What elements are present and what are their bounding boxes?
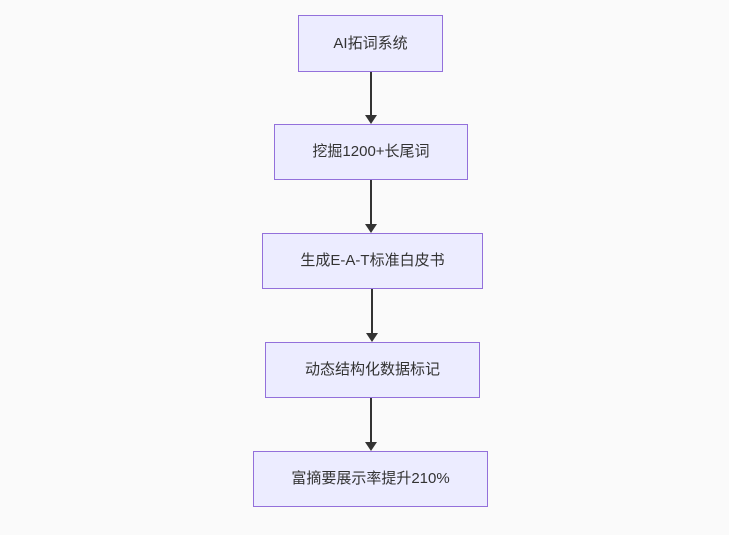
arrow-line xyxy=(370,180,372,225)
arrow-line xyxy=(371,289,373,334)
arrow-line xyxy=(370,72,372,116)
flowchart-node-2: 挖掘1200+长尾词 xyxy=(274,124,468,180)
node-label: AI拓词系统 xyxy=(333,34,408,52)
node-label: 富摘要展示率提升210% xyxy=(291,470,450,487)
node-label: 动态结构化数据标记 xyxy=(304,361,440,378)
arrow-head-icon xyxy=(366,333,378,342)
flowchart-node-3: 生成E-A-T标准白皮书 xyxy=(262,233,483,289)
arrow-line xyxy=(370,398,372,443)
arrow-head-icon xyxy=(365,115,377,124)
flowchart-node-4: 动态结构化数据标记 xyxy=(265,342,480,398)
arrow-head-icon xyxy=(365,224,377,233)
flowchart-node-1: AI拓词系统 xyxy=(298,15,443,72)
node-label: 生成E-A-T标准白皮书 xyxy=(300,252,445,269)
node-label: 挖掘1200+长尾词 xyxy=(312,143,430,160)
flowchart-node-5: 富摘要展示率提升210% xyxy=(253,451,488,507)
arrow-head-icon xyxy=(365,442,377,451)
